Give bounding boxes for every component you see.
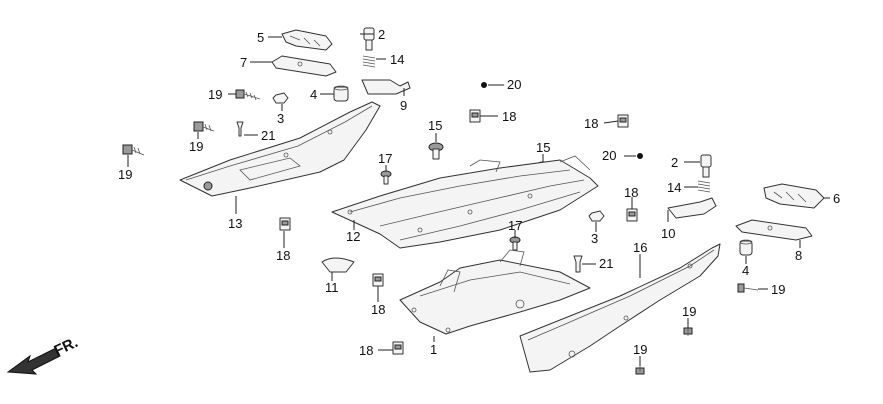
part-13-floor-cover	[179, 101, 381, 197]
part-19-bolt-c	[122, 144, 145, 156]
callout-15: 15	[536, 140, 550, 155]
callout-20: 20	[507, 77, 521, 92]
part-12-floor-frame	[331, 155, 599, 249]
part-15-bolt-left	[428, 142, 444, 160]
callout-14: 14	[667, 180, 681, 195]
part-11-cap	[321, 257, 355, 273]
leader-lines	[127, 33, 830, 366]
callout-21: 21	[261, 128, 275, 143]
callout-1: 1	[430, 342, 437, 357]
part-5-cover	[281, 29, 333, 51]
callout-3: 3	[591, 231, 598, 246]
part-14-spring-right	[697, 180, 711, 193]
part-14-spring-left	[362, 55, 376, 68]
callout-12: 12	[346, 229, 360, 244]
part-4-bushing-right	[739, 239, 753, 256]
part-7-plate	[271, 55, 337, 77]
part-1-under-cover	[399, 249, 591, 335]
callout-18: 18	[502, 109, 516, 124]
part-20-marker-a	[481, 82, 487, 88]
callout-19: 19	[682, 304, 696, 319]
callout-2: 2	[378, 27, 385, 42]
part-21-pin-a	[236, 121, 244, 137]
part-20-marker-b	[637, 153, 643, 159]
callout-labels: 5 7 2 14 4 9 3 19 21 19 19 13 20 18 15 1…	[118, 27, 840, 358]
part-8-plate	[735, 219, 813, 241]
part-17-screw-right	[509, 236, 521, 251]
part-19-bolt-d	[737, 283, 759, 293]
callout-18: 18	[276, 248, 290, 263]
callout-4: 4	[742, 263, 749, 278]
part-3-nut-left	[272, 92, 289, 104]
part-21-pin-b	[573, 255, 583, 273]
part-4-bushing-left	[333, 85, 349, 102]
callout-20: 20	[602, 148, 616, 163]
callout-3: 3	[277, 111, 284, 126]
callout-19: 19	[771, 282, 785, 297]
callout-19: 19	[208, 87, 222, 102]
callout-18: 18	[371, 302, 385, 317]
callout-6: 6	[833, 191, 840, 206]
part-3-nut-right	[588, 210, 605, 222]
callout-21: 21	[599, 256, 613, 271]
callout-11: 11	[325, 280, 339, 295]
callout-7: 7	[240, 55, 247, 70]
callout-18: 18	[359, 343, 373, 358]
callout-10: 10	[661, 226, 675, 241]
part-6-cover	[763, 183, 825, 209]
callout-19: 19	[118, 167, 132, 182]
callout-18: 18	[624, 185, 638, 200]
callout-14: 14	[390, 52, 404, 67]
part-9-latch	[361, 79, 411, 95]
part-18-clip-c	[279, 217, 291, 231]
part-2-pin-left	[363, 27, 375, 51]
callout-17: 17	[378, 151, 392, 166]
callout-19: 19	[633, 342, 647, 357]
callout-17: 17	[508, 218, 522, 233]
callout-2: 2	[671, 155, 678, 170]
part-18-clip-b	[617, 114, 629, 128]
front-direction-label: FR.	[52, 334, 81, 360]
part-19-bolt-b	[193, 121, 215, 132]
part-18-clip-f	[392, 341, 404, 355]
callout-16: 16	[633, 240, 647, 255]
part-18-clip-a	[469, 109, 481, 123]
callout-15: 15	[428, 118, 442, 133]
callout-18: 18	[584, 116, 598, 131]
callout-8: 8	[795, 248, 802, 263]
front-direction-arrow-icon	[6, 347, 61, 375]
callout-9: 9	[400, 98, 407, 113]
part-2-pin-right	[700, 154, 712, 178]
part-18-clip-e	[372, 273, 384, 287]
callout-19: 19	[189, 139, 203, 154]
callout-4: 4	[310, 87, 317, 102]
callout-5: 5	[257, 30, 264, 45]
callout-13: 13	[228, 216, 242, 231]
part-18-clip-d	[626, 208, 638, 222]
part-16-side-cover	[519, 243, 721, 373]
part-19-bolt-a	[235, 89, 261, 101]
part-10-latch	[667, 197, 717, 219]
part-17-screw-left	[380, 170, 392, 185]
